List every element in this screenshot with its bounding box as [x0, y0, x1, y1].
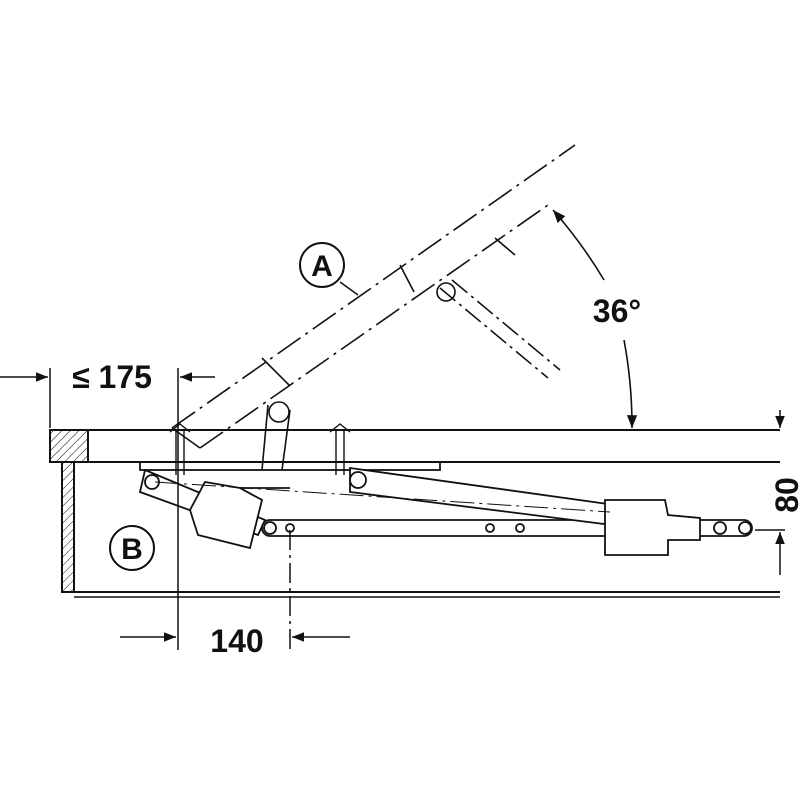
dimension-offset	[0, 368, 215, 650]
lid-stay-mechanism	[138, 423, 753, 556]
dim-height-label: 80	[769, 477, 800, 513]
dim-angle-label: 36°	[593, 293, 641, 329]
cabinet-side	[61, 461, 780, 598]
callout-a: A	[311, 250, 333, 283]
dim-mount-label: 140	[210, 623, 263, 659]
dimension-height	[755, 410, 785, 575]
lid-closed	[49, 429, 780, 463]
dim-offset-label: ≤ 175	[72, 359, 152, 395]
callout-b-circle	[109, 525, 155, 571]
dimension-angle	[552, 209, 638, 429]
dimension-mount	[120, 530, 350, 650]
lid-open-outline	[171, 144, 576, 471]
callout-b: B	[121, 533, 143, 566]
callout-a-circle	[299, 242, 345, 288]
